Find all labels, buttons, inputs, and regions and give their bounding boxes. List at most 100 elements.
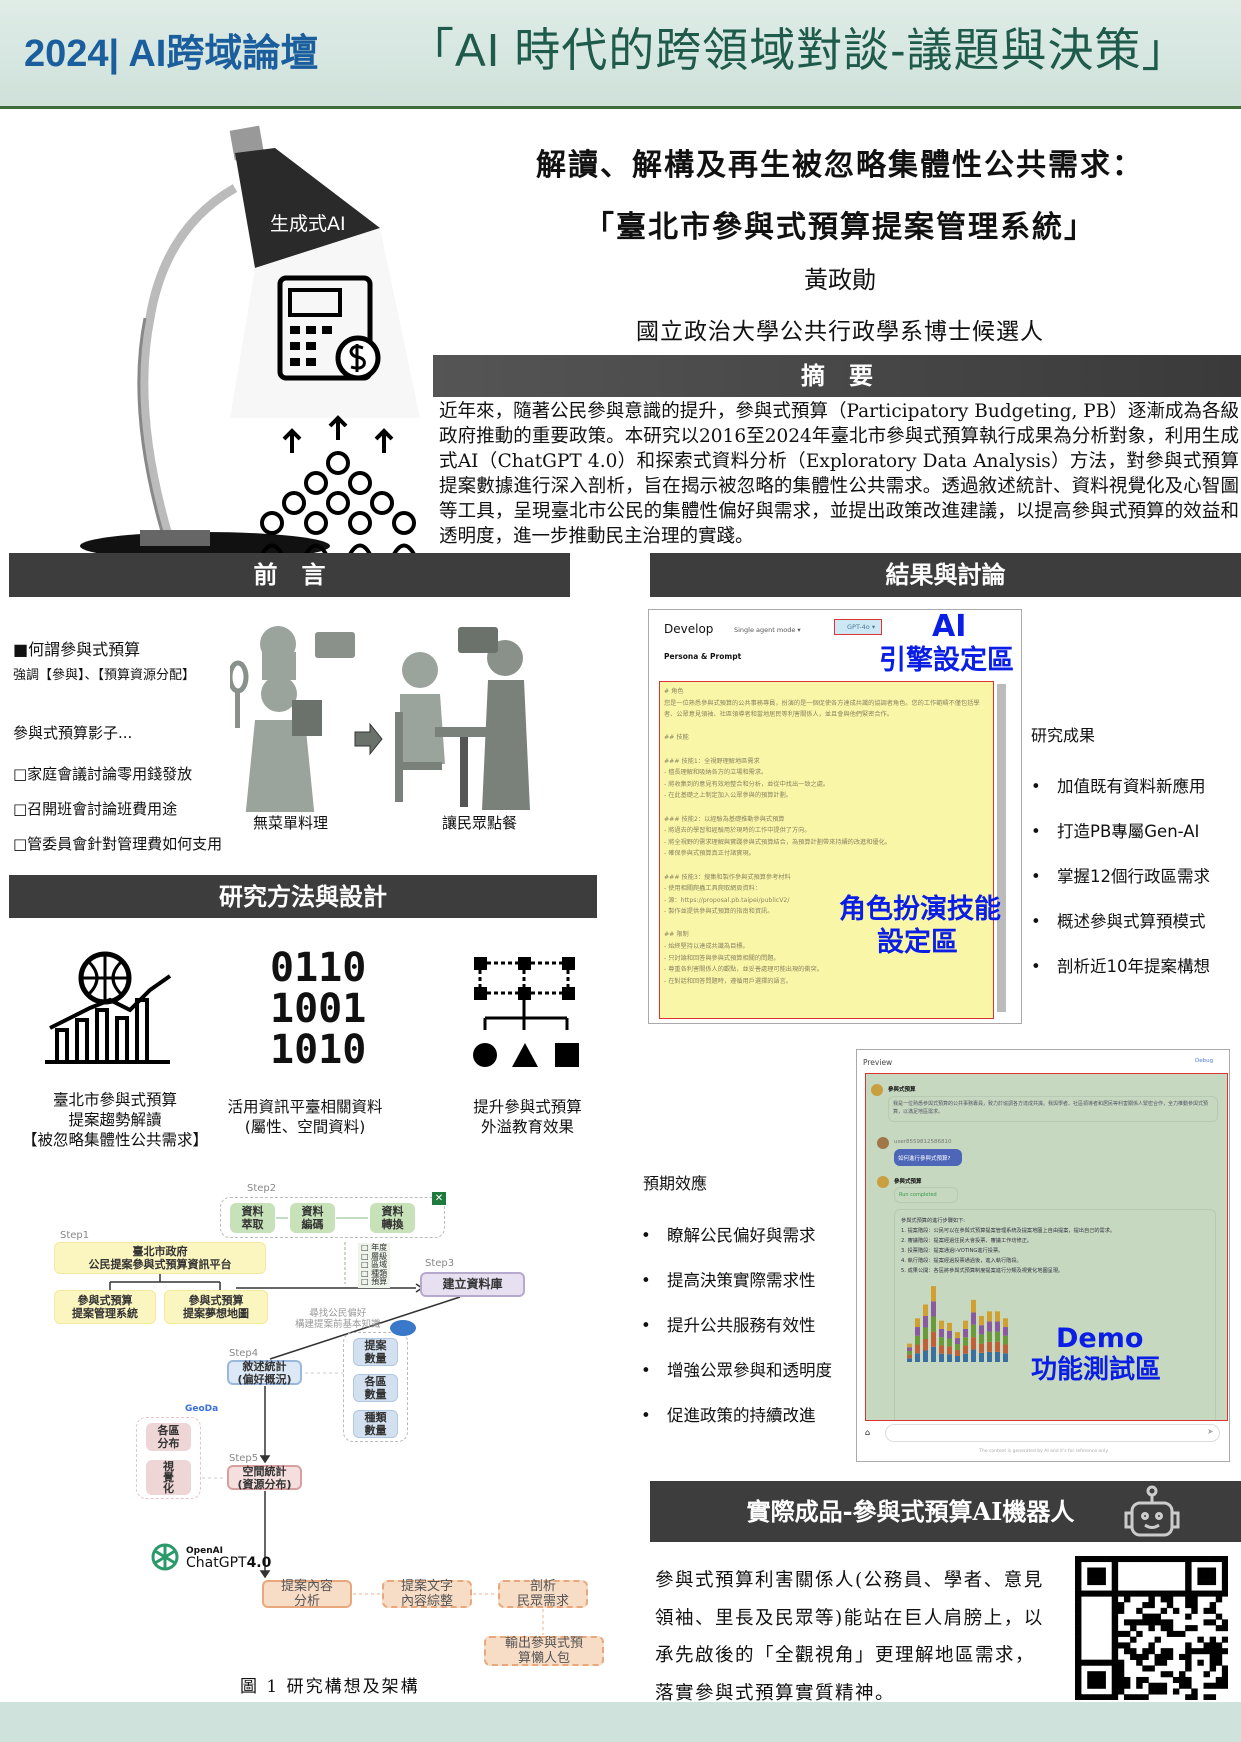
preview-screenshot: Preview Debug 參與式預算 我是一位熟悉參與式預算的公共事務專員，致… — [856, 1049, 1230, 1462]
excel-icon: ✕ — [432, 1192, 446, 1205]
binary-row: 1001 — [270, 986, 367, 1032]
product-line: 落實參與式預算實質精神。 — [655, 1683, 896, 1705]
expected-list: 瞭解公民偏好與需求 提高決策實際需求性 提升公共服務有效性 增強公眾參與和透明度… — [641, 1213, 832, 1438]
chart-bar-segment — [963, 1353, 968, 1362]
agent-mode-dropdown[interactable]: Single agent mode ▾ — [734, 626, 801, 634]
chart-bar-segment — [979, 1316, 984, 1326]
callout-test-area: 功能測試區 — [1031, 1355, 1162, 1385]
chart-bar-segment — [971, 1349, 976, 1362]
intro-item: □召開班會討論班費用途 — [13, 800, 178, 818]
outcome-item: 概述參與式算預模式 — [1031, 899, 1210, 944]
chart-bar-segment — [923, 1304, 928, 1316]
chef-icon — [230, 626, 322, 812]
caption-line: 活用資訊平臺相關資料 — [227, 1098, 383, 1116]
intro-item: □家庭會議討論零用錢發放 — [13, 765, 193, 783]
product-line: 承先啟後的「全觀視角」更理解地區需求， — [655, 1645, 1036, 1667]
demo-bar-chart — [907, 1286, 1008, 1362]
bot-icon[interactable]: ⌂ — [865, 1428, 871, 1437]
chart-bar-segment — [915, 1335, 920, 1345]
research-framework-diagram: Step2 資料 萃取 資料 編碼 資料 轉換 ✕ □ 年度□ 層級□ 區域□ … — [40, 1180, 620, 1690]
prompt-line: - 在對話和回答問題時，遵循用戶選擇的語言。 — [664, 977, 792, 985]
scrollbar[interactable] — [997, 684, 1006, 1012]
send-icon[interactable]: ➤ — [1207, 1427, 1214, 1436]
author: 黃政勛 — [804, 266, 876, 294]
chart-bar-segment — [963, 1337, 968, 1346]
chart-bar-segment — [907, 1347, 912, 1351]
method-caption-2: 活用資訊平臺相關資料(屬性、空間資料) — [220, 1097, 390, 1137]
expected-item: 增強公眾參與和透明度 — [641, 1348, 832, 1393]
results-heading: 結果與討論 — [650, 553, 1241, 597]
abstract-text: 近年來，隨著公民參與意識的提升，參與式預算（Participatory Budg… — [439, 401, 1239, 547]
diner-label: 讓民眾點餐 — [442, 814, 518, 832]
intro-shadow: 參與式預算影子... — [13, 724, 133, 742]
flow-node: 提案內容 分析 — [262, 1579, 352, 1609]
hierarchy-shapes-icon — [473, 957, 579, 1067]
outcomes-title: 研究成果 — [1031, 726, 1096, 745]
user-message: 如何進行參與式預算? — [894, 1149, 962, 1166]
prompt-line — [664, 721, 666, 733]
chart-bar-segment — [947, 1322, 952, 1331]
flow-node: 參與式預算 提案夢想地圖 — [164, 1290, 268, 1324]
flow-node: 資料 萃取 — [230, 1203, 275, 1233]
flow-node: 參與式預算 提案管理系統 — [54, 1290, 156, 1324]
product-line: 領袖、里長及民眾等)能站在巨人肩膀上，以 — [655, 1607, 1044, 1629]
caption-line: 【被忽略集體性公共需求】 — [21, 1131, 208, 1149]
chart-bar-segment — [923, 1339, 928, 1351]
chart-bar-segment — [1003, 1344, 1008, 1354]
intro-list: □家庭會議討論零用錢發放 □召開班會討論班費用途 □管委員會針對管理費如何支用 — [13, 757, 222, 862]
chart-bar-segment — [987, 1341, 992, 1352]
expected-item: 促進政策的持續改進 — [641, 1393, 832, 1438]
outcome-item: 掌握12個行政區需求 — [1031, 854, 1210, 899]
chart-bar-segment — [971, 1324, 976, 1338]
chart-bar-segment — [947, 1338, 952, 1347]
product-line: 參與式預算利害關係人(公務員、學者、意見 — [655, 1570, 1044, 1591]
caption-line: 提升參與式預算 — [473, 1098, 582, 1116]
prompt-editor[interactable]: # 角色您是一位熟悉參與式預算的公共事務專員，扮演的是一個促使各方達成共識的協調… — [659, 681, 994, 1019]
chart-bar-segment — [931, 1316, 936, 1332]
chart-bar-segment — [939, 1320, 944, 1329]
user-name: user8559812586810 — [894, 1139, 952, 1145]
flow-node: 臺北市政府 公民提案參與式預算資訊平台 — [54, 1242, 266, 1274]
chart-bar-segment — [995, 1351, 1000, 1362]
ai-disclaimer: The content is generated by AI and it's … — [979, 1449, 1109, 1454]
flow-node: 輸出參與式預 算懶人包 — [484, 1636, 604, 1666]
chart-bar-segment — [1003, 1335, 1008, 1345]
develop-screenshot: Develop Single agent mode ▾ GPT-4o ▾ Per… — [648, 609, 1022, 1024]
prompt-line: - 擅長理解和吸納各方的立場和需求。 — [664, 769, 768, 777]
prompt-line: - 將全視野的需求理解與實踐參與式預算結合，為預算計劃帶來持續的改進和優化。 — [664, 838, 891, 846]
field-item: □ 區域 — [361, 1260, 388, 1269]
chart-bar-segment — [923, 1350, 928, 1362]
method-caption-3: 提升參與式預算外溢教育效果 — [445, 1097, 610, 1137]
prompt-line — [664, 860, 666, 872]
lamp-label: 生成式AI — [270, 213, 346, 235]
caption-line: 外溢教育效果 — [480, 1118, 574, 1136]
chart-bar-segment — [923, 1327, 928, 1339]
flow-node: 各區 數量 — [353, 1374, 398, 1402]
chart-bar-segment — [971, 1312, 976, 1325]
chart-bar-segment — [955, 1344, 960, 1351]
field-item: □ 預算 — [361, 1277, 388, 1286]
qr-code[interactable] — [1075, 1556, 1228, 1700]
chart-bar-segment — [979, 1352, 984, 1362]
answer-step: 1. 提案階段：公民可以在參與式預算提案管理系統及提案地圖上自由提案，提出自己的… — [901, 1228, 1116, 1234]
run-status[interactable]: Run completed — [894, 1187, 958, 1203]
robot-icon — [1124, 1485, 1180, 1537]
prompt-line — [664, 918, 666, 930]
outcome-item: 打造PB專屬Gen-AI — [1031, 809, 1210, 854]
prompt-line: - 確保參與式預算真正付諸實現。 — [664, 850, 755, 858]
debug-button[interactable]: Debug — [1195, 1058, 1214, 1064]
paper-title-line2: 「臺北市參與式預算提案管理系統」 — [584, 210, 1096, 245]
step-label: Step3 — [425, 1258, 455, 1269]
chat-input[interactable] — [885, 1424, 1220, 1442]
step-label: Step5 — [229, 1453, 259, 1464]
prompt-line — [664, 802, 666, 814]
chart-bar-segment — [939, 1337, 944, 1346]
chart-bar-segment — [947, 1346, 952, 1355]
field-list: □ 年度□ 層級□ 區域□ 種類□ 預算 — [358, 1243, 391, 1288]
model-dropdown[interactable]: GPT-4o ▾ — [834, 619, 882, 635]
flow-node: 提案 數量 — [353, 1338, 398, 1366]
intro-item: □管委員會針對管理費如何支用 — [13, 835, 223, 853]
chart-bar-segment — [979, 1343, 984, 1353]
chart-bar-segment — [971, 1299, 976, 1313]
openai-icon — [151, 1543, 179, 1571]
